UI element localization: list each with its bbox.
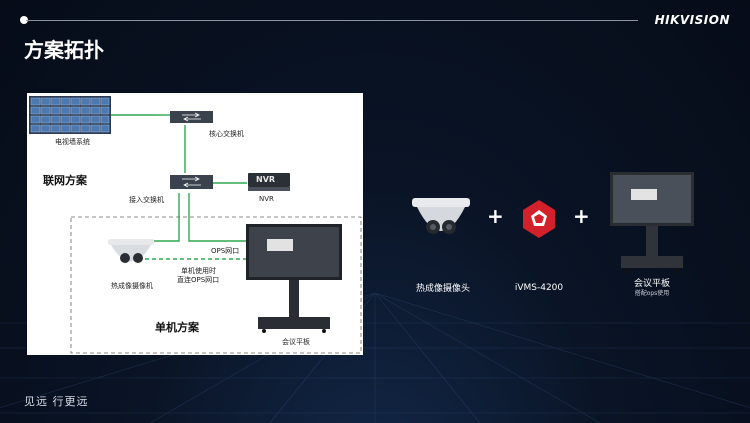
- thermal-camera-product-icon: [412, 198, 470, 234]
- standalone-solution-label: 单机方案: [155, 321, 199, 334]
- core-switch-icon: [170, 111, 213, 123]
- page-title: 方案拓扑: [24, 38, 104, 62]
- meeting-panel-product-label: 会议平板: [633, 279, 670, 289]
- video-wall-icon: [29, 96, 111, 134]
- topology-lines: [29, 96, 362, 354]
- access-switch-label: 接入交换机: [129, 196, 164, 204]
- footer-slogan: 见远 行更远: [24, 395, 89, 408]
- meeting-panel-product-icon: [610, 172, 694, 274]
- plus-icon: +: [487, 204, 504, 228]
- ivms-logo-icon: [523, 200, 555, 238]
- panel-label: 会议平板: [282, 338, 310, 346]
- access-switch-icon: [170, 175, 213, 189]
- plus-icon-2: +: [573, 204, 590, 228]
- nvr-badge: NVR: [256, 175, 276, 184]
- brand-logo: HIKVISION: [654, 13, 730, 27]
- header-divider: [26, 20, 638, 21]
- nvr-label: NVR: [259, 195, 274, 203]
- nvr-icon: [248, 173, 290, 191]
- core-switch-label: 核心交换机: [209, 130, 244, 138]
- meeting-panel-icon: [246, 224, 342, 333]
- standalone-note-line2: 直连OPS网口: [177, 276, 220, 284]
- header-dot: [20, 16, 28, 24]
- video-wall-label: 电视墙系统: [55, 138, 90, 146]
- meeting-panel-product-sub: 搭配ops使用: [634, 290, 670, 297]
- thermal-camera-product-label: 热成像摄像头: [415, 284, 470, 294]
- ivms-product-label: iVMS-4200: [514, 283, 564, 293]
- ops-port-label: OPS网口: [211, 247, 240, 255]
- thermal-camera-icon: [108, 239, 154, 263]
- standalone-note-line1: 单机使用时: [181, 267, 216, 275]
- camera-label: 热成像摄像机: [111, 282, 153, 290]
- standalone-boundary: [70, 216, 362, 354]
- networked-solution-label: 联网方案: [43, 174, 87, 187]
- topology-diagram: 电视墙系统 核心交换机 接入交换机 NVR NVR 联网方案 热成像摄像机 OP…: [27, 93, 363, 355]
